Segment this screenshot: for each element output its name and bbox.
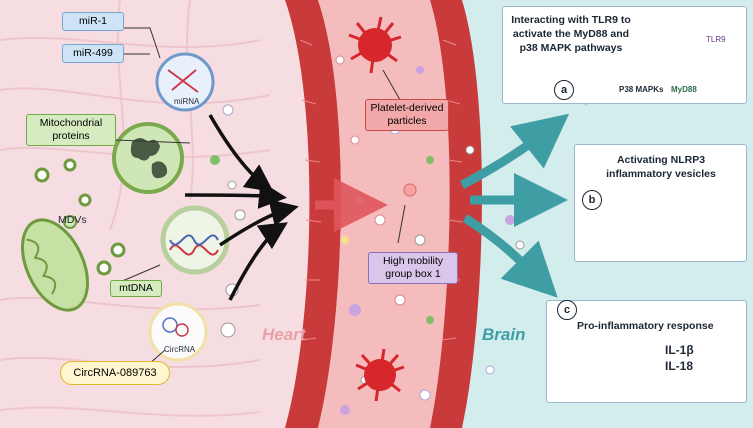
panel-c-badge: c [557,300,577,320]
label-il-18: IL-18 [665,359,694,373]
label-tlr9: TLR9 [706,35,726,44]
vessel-wall-left [285,0,341,428]
label-mtdna: mtDNA [110,280,162,297]
label-mitochondrial-proteins: Mitochondrial proteins [26,114,116,146]
label-mir-499: miR-499 [62,44,124,63]
label-il-1b: IL-1β [665,343,694,357]
label-platelet-derived-particles: Platelet-derived particles [365,99,449,131]
panel-b-title: Activating NLRP3 inflammatory vesicles [606,154,716,180]
platelet-top [348,16,402,74]
panel-a: Interacting with TLR9 to activate the My… [502,6,747,104]
label-circrna-089763: CircRNA-089763 [60,361,170,385]
brain-arrows [459,113,570,298]
panel-b: Activating NLRP3 inflammatory vesicles [574,144,747,262]
label-mir-1: miR-1 [62,12,124,31]
platelet-bottom [355,348,405,402]
panel-a-title: Interacting with TLR9 to activate the My… [511,14,631,54]
mitochondrion [21,218,89,312]
vessel-wall-right [430,0,482,428]
panel-b-badge: b [582,190,602,210]
label-circrna: CircRNA [164,345,196,354]
mito-protein-vesicle [112,122,184,194]
panel-a-badge: a [554,80,574,100]
label-mdvs: MDVs [58,214,87,226]
heart-small-vesicles [34,104,246,338]
mirna-vesicle [155,52,215,112]
panel-c-title: Pro-inflammatory response [577,320,714,332]
heart-to-vessel-arrows [184,114,299,301]
label-heart: Heart [262,325,306,344]
label-brain: Brain [482,325,526,344]
label-p38-mapks: P38 MAPKs [619,85,664,94]
circrna-vesicle [148,302,208,362]
panel-c: Pro-inflammatory response IL-1β IL-18 [546,300,747,403]
mtdna-vesicle [160,205,230,275]
heart-tissue-fibers [0,0,271,417]
label-hmgb1: High mobility group box 1 [368,252,458,284]
label-myd88: MyD88 [671,85,697,94]
label-mirna: miRNA [174,97,200,106]
